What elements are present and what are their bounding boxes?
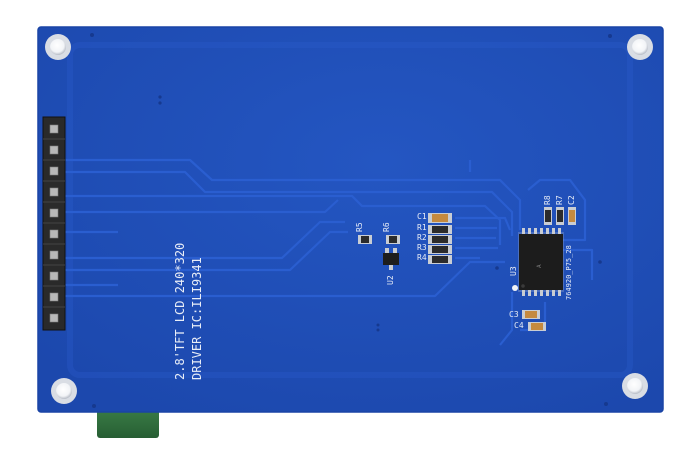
silk-c4: C4 [514, 321, 524, 330]
pin-header [42, 116, 66, 331]
silk-driver-line: DRIVER IC:ILI9341 [190, 257, 204, 380]
resistor-r5 [358, 235, 372, 244]
silk-r2: R2 [417, 233, 427, 242]
silk-r3: R3 [417, 243, 427, 252]
silk-r5: R5 [355, 222, 364, 232]
pcb-board [37, 26, 664, 413]
pin1-marker [512, 285, 518, 291]
silk-c3: C3 [509, 310, 519, 319]
mounting-holes [45, 34, 653, 404]
ic-u3: A [518, 228, 564, 296]
silk-r6: R6 [382, 222, 391, 232]
pcb-traces [60, 158, 594, 346]
silk-r8: R8 [543, 195, 552, 205]
silk-r7: R7 [555, 195, 564, 205]
capacitors-c3-c4 [522, 310, 546, 331]
silk-part-code: 764920_P75_28 [565, 245, 573, 300]
silk-r4: R4 [417, 253, 427, 262]
vias [90, 33, 612, 408]
flex-tab [97, 408, 159, 438]
ic-u2 [383, 248, 399, 270]
silk-u3: U3 [509, 266, 518, 276]
small-parts-top-right [544, 207, 576, 225]
resistor-r6 [386, 235, 400, 244]
resistor-stack [428, 213, 452, 264]
svg-text:A: A [536, 264, 543, 268]
silk-c1: C1 [417, 212, 427, 221]
board-shade [67, 42, 633, 378]
silk-model-line: 2.8'TFT LCD 240*320 [173, 242, 187, 380]
silk-r1: R1 [417, 223, 427, 232]
silk-u2: U2 [386, 275, 395, 285]
silk-c2: C2 [567, 195, 576, 205]
